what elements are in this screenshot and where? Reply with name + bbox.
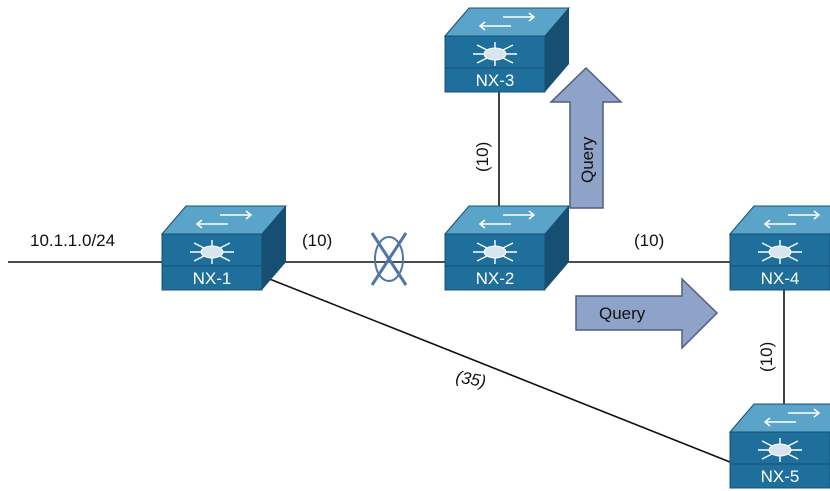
device-label-nx2: NX-2 [476,269,515,288]
device-label-nx3: NX-3 [476,71,515,90]
switch-nx3: NX-3 [444,7,570,93]
query-label-nx4: Query [599,304,646,323]
switch-nx1: NX-1 [161,205,287,291]
metric-nx1-nx5: (35) [454,367,487,391]
metric-nx2-nx4: (10) [634,231,664,250]
metric-nx1-nx2: (10) [302,231,332,250]
device-label-nx4: NX-4 [761,269,800,288]
network-prefix-label: 10.1.1.0/24 [30,231,115,250]
switch-nx2: NX-2 [444,205,570,291]
device-label-nx5: NX-5 [761,467,800,486]
metric-nx2-nx3: (10) [473,142,492,172]
switch-nx5: NX-5 [729,403,830,489]
metric-nx4-nx5: (10) [757,342,776,372]
query-label-nx3: Query [578,136,597,183]
switch-nx4: NX-4 [729,205,830,291]
link-failure-x-icon [370,232,408,286]
query-arrow-to-nx3: Query [549,66,623,209]
query-arrow-to-nx4: Query [575,277,719,350]
link-nx1-nx5 [261,275,731,463]
device-label-nx1: NX-1 [193,269,232,288]
links [8,92,785,463]
